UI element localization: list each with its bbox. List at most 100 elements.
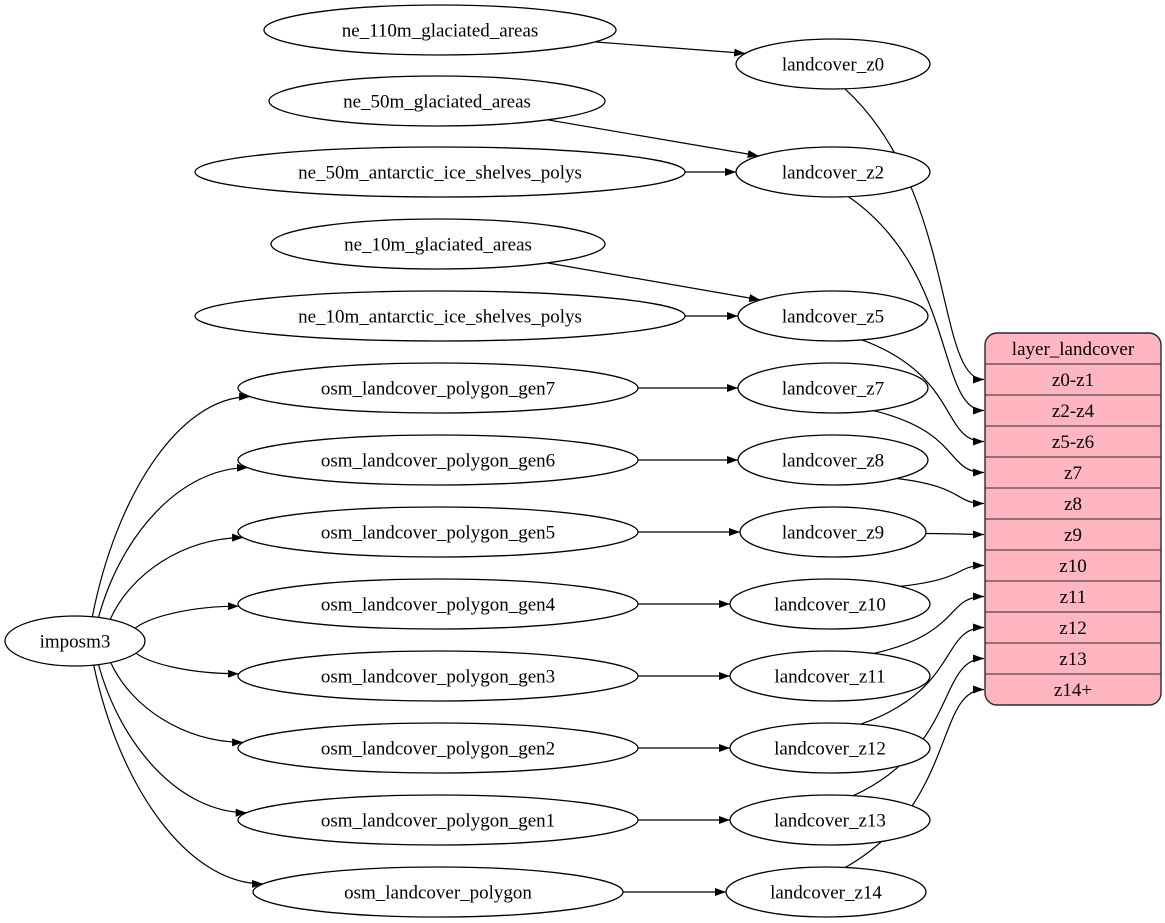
node-ne_50m_glaciated_areas: ne_50m_glaciated_areas [268, 75, 606, 127]
landcover_z2-label: landcover_z2 [782, 163, 884, 184]
table-row-z2-z4: z2-z4 [1052, 401, 1095, 422]
node-osm_landcover_polygon_gen1: osm_landcover_polygon_gen1 [237, 794, 639, 846]
node-landcover_z13: landcover_z13 [729, 794, 931, 846]
edge-imposm3-to-osm_landcover_polygon_gen7 [91, 392, 251, 617]
landcover_z12-ellipse [729, 722, 931, 774]
imposm3-ellipse [4, 615, 146, 667]
osm_landcover_polygon_gen1-label: osm_landcover_polygon_gen1 [321, 811, 555, 832]
osm_landcover_polygon_gen7-label: osm_landcover_polygon_gen7 [321, 379, 555, 400]
node-osm_landcover_polygon_gen3: osm_landcover_polygon_gen3 [237, 650, 639, 702]
landcover_z7-label: landcover_z7 [782, 379, 884, 400]
edge-ne_10m_glaciated_areas-to-landcover_z5 [546, 262, 761, 302]
node-ne_50m_antarctic_ice_shelves_polys: ne_50m_antarctic_ice_shelves_polys [194, 146, 686, 198]
ne_110m_glaciated_areas-label: ne_110m_glaciated_areas [342, 21, 539, 42]
edge-layer [91, 41, 985, 896]
node-landcover_z10: landcover_z10 [729, 578, 931, 630]
osm_landcover_polygon_gen2-label: osm_landcover_polygon_gen2 [321, 739, 555, 760]
ne_50m_antarctic_ice_shelves_polys-label: ne_50m_antarctic_ice_shelves_polys [298, 163, 582, 184]
node-landcover_z14: landcover_z14 [725, 866, 927, 918]
edge-imposm3-to-osm_landcover_polygon_gen4 [134, 602, 239, 629]
edge-imposm3-to-osm_landcover_polygon_gen1 [97, 664, 247, 817]
osm_landcover_polygon_gen5-ellipse [237, 506, 639, 558]
node-landcover_z0: landcover_z0 [735, 38, 931, 90]
osm_landcover_polygon_gen2-ellipse [237, 722, 639, 774]
osm_landcover_polygon_gen6-ellipse [237, 434, 639, 486]
ne_10m_glaciated_areas-label: ne_10m_glaciated_areas [344, 235, 532, 256]
node-imposm3: imposm3 [4, 615, 146, 667]
osm_landcover_polygon_gen7-ellipse [237, 362, 639, 414]
landcover_z14-label: landcover_z14 [770, 883, 882, 904]
osm_landcover_polygon_gen4-ellipse [237, 578, 639, 630]
edge-landcover_z10-to-z10 [900, 561, 985, 587]
osm_landcover_polygon-ellipse [252, 866, 624, 918]
node-layer: imposm3 ne_110m_glaciated_areas ne_50m_gla… [4, 4, 931, 918]
landcover_z10-label: landcover_z10 [774, 595, 886, 616]
ne_50m_antarctic_ice_shelves_polys-ellipse [194, 146, 686, 198]
table-layer_landcover: layer_landcoverz0-z1z2-z4z5-z6z7z8z9z10z… [984, 332, 1162, 706]
node-ne_10m_antarctic_ice_shelves_polys: ne_10m_antarctic_ice_shelves_polys [194, 290, 686, 342]
landcover_z11-label: landcover_z11 [774, 667, 885, 688]
node-landcover_z11: landcover_z11 [729, 650, 931, 702]
node-osm_landcover_polygon_gen5: osm_landcover_polygon_gen5 [237, 506, 639, 558]
edge-landcover_z7-to-z7 [873, 410, 985, 477]
osm_landcover_polygon_gen1-ellipse [237, 794, 639, 846]
edge-imposm3-to-osm_landcover_polygon_gen5 [109, 533, 244, 620]
edge-imposm3-to-osm_landcover_polygon_gen6 [97, 463, 248, 618]
landcover_z13-label: landcover_z13 [774, 811, 886, 832]
osm_landcover_polygon_gen4-label: osm_landcover_polygon_gen4 [321, 595, 556, 616]
edge-landcover_z9-to-z9 [925, 530, 985, 539]
table-row-z12: z12 [1059, 618, 1086, 639]
table-row-z13: z13 [1059, 649, 1086, 670]
ne_10m_glaciated_areas-ellipse [270, 218, 606, 270]
node-osm_landcover_polygon: osm_landcover_polygon [252, 866, 624, 918]
landcover_z14-ellipse [725, 866, 927, 918]
table-row-z7: z7 [1064, 463, 1082, 484]
ne_10m_antarctic_ice_shelves_polys-label: ne_10m_antarctic_ice_shelves_polys [298, 307, 582, 328]
table-row-z9: z9 [1064, 525, 1082, 546]
table-row-z10: z10 [1059, 556, 1086, 577]
landcover_z5-ellipse [737, 290, 929, 342]
table-row-z11: z11 [1060, 587, 1087, 608]
node-landcover_z2: landcover_z2 [735, 146, 931, 198]
imposm3-label: imposm3 [40, 632, 111, 653]
landcover_z8-ellipse [737, 434, 929, 486]
landcover_z0-label: landcover_z0 [782, 55, 884, 76]
osm_landcover_polygon_gen3-ellipse [237, 650, 639, 702]
landcover_z13-ellipse [729, 794, 931, 846]
ne_50m_glaciated_areas-ellipse [268, 75, 606, 127]
ne_50m_glaciated_areas-label: ne_50m_glaciated_areas [343, 92, 531, 113]
osm_landcover_polygon_gen5-label: osm_landcover_polygon_gen5 [321, 523, 555, 544]
edge-landcover_z12-to-z12 [860, 623, 985, 725]
edge-ne_50m_glaciated_areas-to-landcover_z2 [547, 119, 759, 158]
table-row-z5-z6: z5-z6 [1052, 432, 1094, 453]
ne_110m_glaciated_areas-ellipse [263, 4, 617, 56]
edge-ne_110m_glaciated_areas-to-landcover_z0 [594, 41, 746, 57]
landcover_z7-ellipse [737, 362, 929, 414]
node-ne_10m_glaciated_areas: ne_10m_glaciated_areas [270, 218, 606, 270]
node-osm_landcover_polygon_gen6: osm_landcover_polygon_gen6 [237, 434, 639, 486]
edge-landcover_z0-to-z0-z1 [844, 88, 985, 384]
edge-landcover_z8-to-z8 [897, 477, 985, 508]
edge-imposm3-to-osm_landcover_polygon [93, 664, 264, 888]
node-osm_landcover_polygon_gen4: osm_landcover_polygon_gen4 [237, 578, 639, 630]
node-landcover_z8: landcover_z8 [737, 434, 929, 486]
landcover_z10-ellipse [729, 578, 931, 630]
landcover_z5-label: landcover_z5 [782, 307, 884, 328]
landcover_z8-label: landcover_z8 [782, 451, 884, 472]
osm_landcover_polygon_gen6-label: osm_landcover_polygon_gen6 [321, 451, 555, 472]
osm_landcover_polygon_gen3-label: osm_landcover_polygon_gen3 [321, 667, 555, 688]
landcover_z12-label: landcover_z12 [774, 739, 886, 760]
landcover_z0-ellipse [735, 38, 931, 90]
osm_landcover_polygon-label: osm_landcover_polygon [344, 883, 532, 904]
node-landcover_z7: landcover_z7 [737, 362, 929, 414]
node-landcover_z12: landcover_z12 [729, 722, 931, 774]
edge-landcover_z5-to-z5-z6 [861, 339, 985, 446]
node-osm_landcover_polygon_gen7: osm_landcover_polygon_gen7 [237, 362, 639, 414]
node-osm_landcover_polygon_gen2: osm_landcover_polygon_gen2 [237, 722, 639, 774]
landcover_z2-ellipse [735, 146, 931, 198]
node-ne_110m_glaciated_areas: ne_110m_glaciated_areas [263, 4, 617, 56]
node-landcover_z9: landcover_z9 [739, 506, 927, 558]
landcover_z11-ellipse [729, 650, 931, 702]
table-row-z8: z8 [1064, 494, 1082, 515]
